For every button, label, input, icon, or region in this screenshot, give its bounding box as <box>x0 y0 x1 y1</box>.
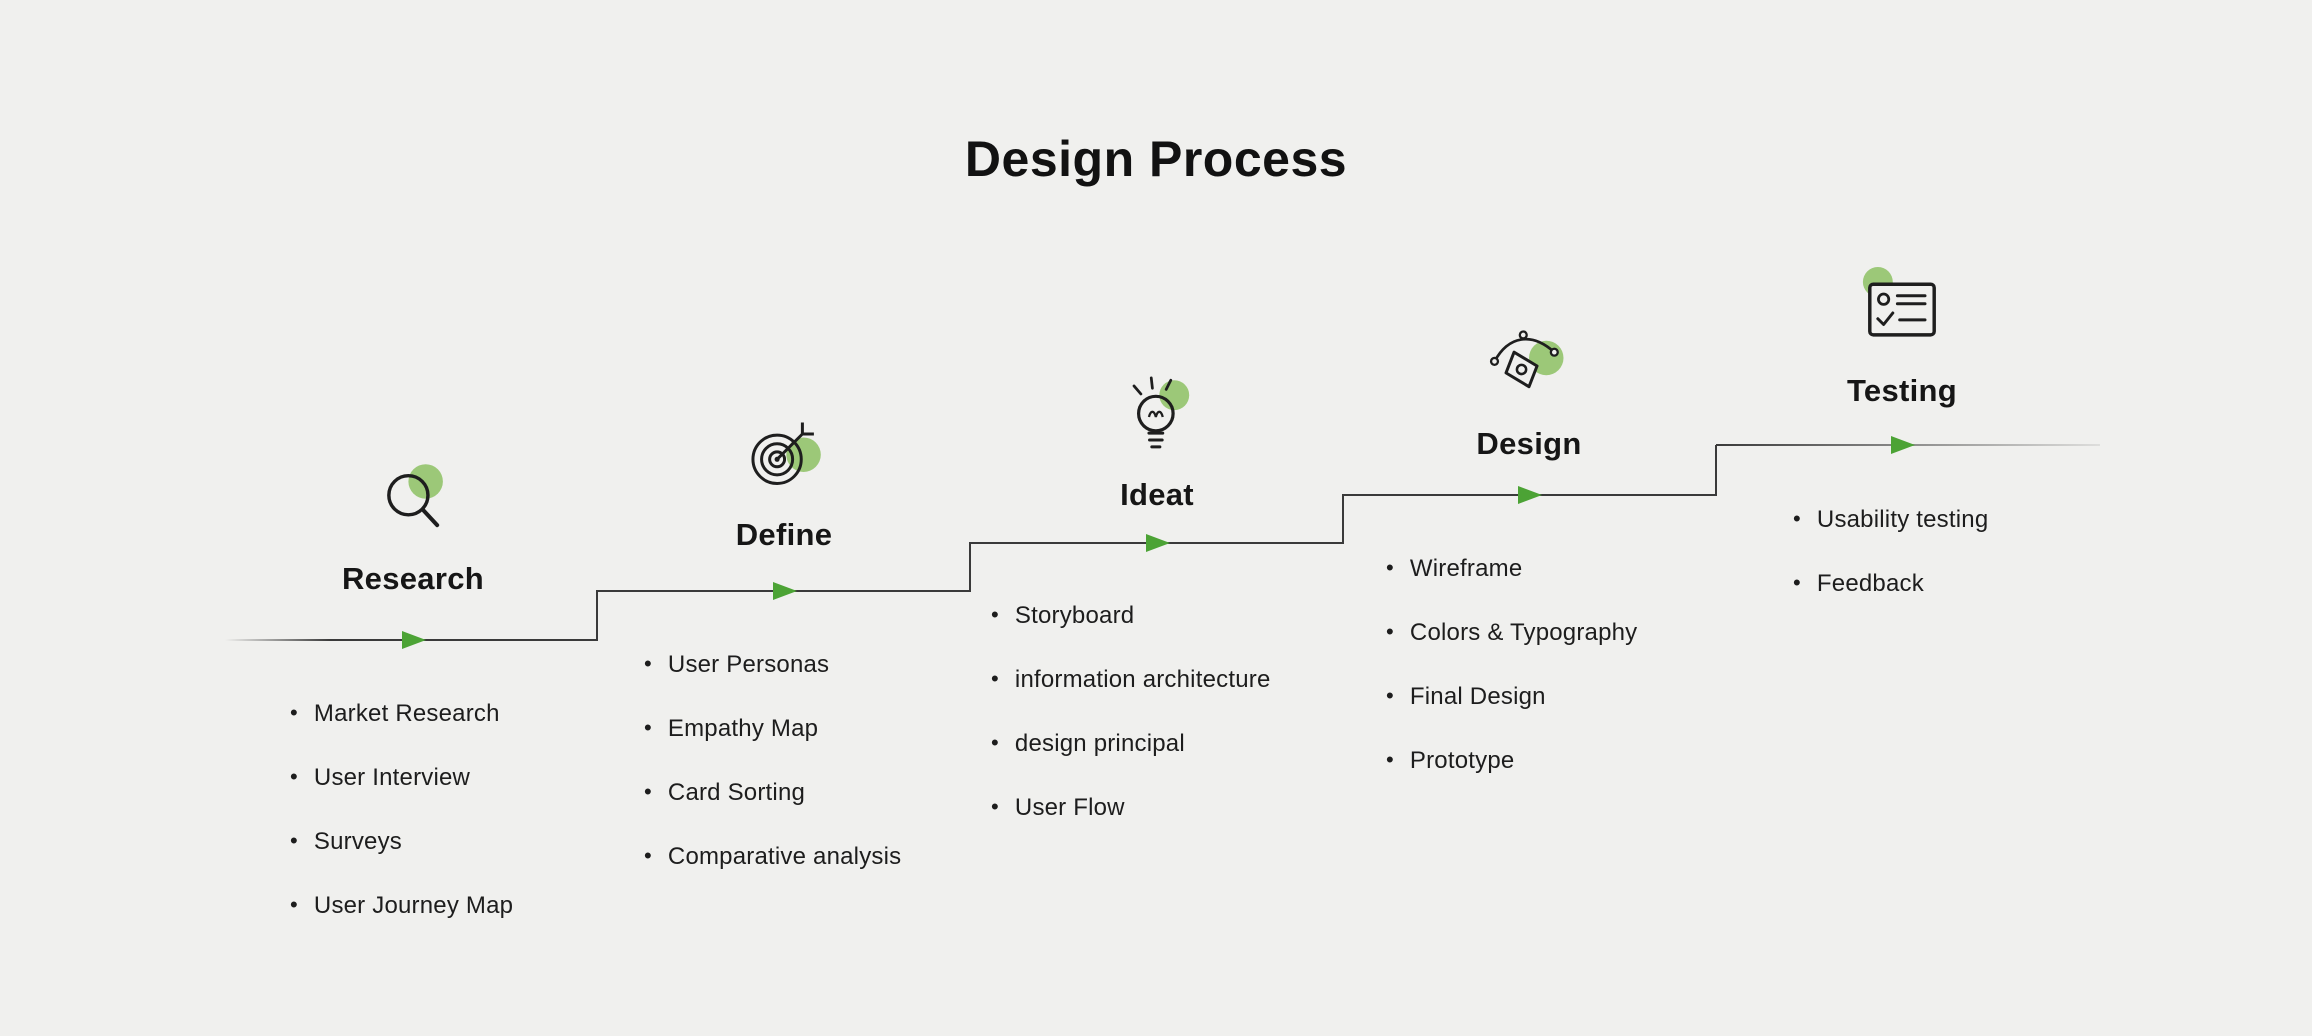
stage-title-define: Define <box>735 517 833 552</box>
bullet-item: User Flow <box>991 776 1271 840</box>
stage-list-research: Market Research User Interview Surveys U… <box>290 682 513 938</box>
bullet-item: Final Design <box>1386 665 1637 729</box>
checklist-icon <box>1856 267 1948 359</box>
bullet-item: Comparative analysis <box>644 825 901 889</box>
bullet-item: Usability testing <box>1793 488 1988 552</box>
stage-research: Research <box>193 455 633 597</box>
step-arrow-testing <box>1891 436 1915 454</box>
step-arrow-define <box>773 582 797 600</box>
bullet-item: Storyboard <box>991 584 1271 648</box>
stage-title-research: Research <box>342 561 484 596</box>
bullet-item: Market Research <box>290 682 513 746</box>
pen-tool-icon <box>1483 320 1575 412</box>
stage-list-define: User Personas Empathy Map Card Sorting C… <box>644 633 901 889</box>
bullet-item: Feedback <box>1793 552 1988 616</box>
bullet-item: User Interview <box>290 746 513 810</box>
magnifier-search-icon <box>367 455 459 547</box>
stage-title-design: Design <box>1476 426 1582 461</box>
bullet-item: Colors & Typography <box>1386 601 1637 665</box>
bullet-item: Prototype <box>1386 729 1637 793</box>
bullet-item: Surveys <box>290 810 513 874</box>
bullet-item: User Journey Map <box>290 874 513 938</box>
bullet-item: design principal <box>991 712 1271 776</box>
stage-list-design: Wireframe Colors & Typography Final Desi… <box>1386 537 1637 793</box>
stage-title-ideat: Ideat <box>1120 477 1194 512</box>
step-arrow-design <box>1518 486 1542 504</box>
lightbulb-icon <box>1111 371 1203 463</box>
stage-define: Define <box>564 411 1004 553</box>
step-arrow-research <box>402 631 426 649</box>
step-arrow-ideat <box>1146 534 1170 552</box>
stage-list-ideat: Storyboard information architecture desi… <box>991 584 1271 840</box>
bullet-item: Card Sorting <box>644 761 901 825</box>
bullet-item: Empathy Map <box>644 697 901 761</box>
stage-title-testing: Testing <box>1846 373 1958 408</box>
bullet-item: information architecture <box>991 648 1271 712</box>
bullet-item: User Personas <box>644 633 901 697</box>
stage-testing: Testing <box>1682 267 2122 409</box>
stage-list-testing: Usability testing Feedback <box>1793 488 1988 616</box>
target-icon <box>738 411 830 503</box>
page-title: Design Process <box>964 131 1348 187</box>
bullet-item: Wireframe <box>1386 537 1637 601</box>
stage-ideat: Ideat <box>937 371 1377 513</box>
stage-design: Design <box>1309 320 1749 462</box>
